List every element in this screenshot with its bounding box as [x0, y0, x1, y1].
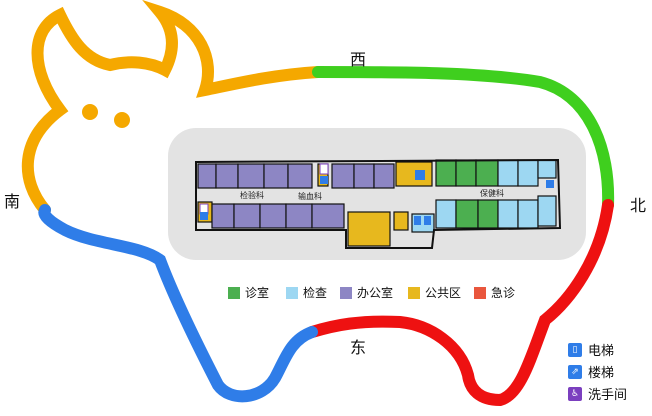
room-consult: [455, 199, 479, 229]
legend-label: 诊室: [245, 286, 270, 300]
compass-west: 西: [350, 50, 367, 69]
compass-east: 东: [350, 338, 367, 357]
legend-swatch: [474, 286, 486, 299]
restroom-icon: ♿: [568, 386, 582, 401]
legend-swatch: [228, 286, 240, 299]
elevator-icon: ▯: [568, 342, 582, 357]
legend-item-office: 办公室: [340, 284, 393, 301]
restroom-icon: [319, 163, 329, 175]
room-exam: [537, 159, 557, 179]
room-public: [395, 161, 433, 187]
legend-swatch: [286, 286, 298, 299]
compass-north: 北: [630, 196, 647, 215]
room-exam: [537, 195, 557, 227]
room-consult: [455, 159, 477, 187]
room-label-transfusion: 输血科: [298, 192, 322, 201]
legend-swatch: [340, 286, 352, 299]
left-eye: [82, 104, 98, 120]
legend-item-emergency: 急诊: [474, 284, 515, 301]
stairs-icon: ⇗: [568, 364, 582, 379]
room-public: [347, 211, 391, 247]
room-office: [197, 163, 217, 189]
plan-facility-marks: [199, 163, 554, 225]
legend-label: 急诊: [491, 286, 516, 300]
outline-orange-segment: [21, 0, 324, 216]
room-exam: [497, 159, 519, 187]
legend-label: 办公室: [357, 286, 394, 300]
room-exam: [517, 159, 539, 187]
room-label-lab: 检验科: [240, 191, 264, 200]
legend-label: 检查: [303, 286, 328, 300]
room-consult: [475, 159, 499, 187]
facility-label: 电梯: [588, 344, 615, 359]
room-office: [311, 203, 345, 229]
legend-item-exam: 检查: [286, 284, 327, 301]
legend-label: 公共区: [425, 286, 462, 300]
facility-stairs: ⇗ 楼梯: [568, 362, 614, 381]
room-office: [373, 163, 395, 189]
building-outline: [195, 158, 562, 249]
room-office: [237, 163, 265, 189]
room-office: [287, 163, 313, 189]
room-office: [259, 203, 287, 229]
room-office: [211, 203, 235, 229]
legend-item-public: 公共区: [408, 284, 461, 301]
room-office: [215, 163, 239, 189]
room-public: [393, 211, 409, 231]
room-consult: [477, 199, 499, 229]
facility-elevator: ▯ 电梯: [568, 340, 614, 359]
facility-restroom: ♿ 洗手间: [568, 384, 627, 403]
floor-plan: [195, 158, 562, 249]
stairs-icon: [320, 176, 328, 184]
elevator-icon: [414, 216, 421, 225]
outline-blue-segment: [38, 204, 318, 403]
outline-green-segment: [312, 66, 615, 211]
room-office: [263, 163, 289, 189]
facility-label: 洗手间: [588, 388, 628, 403]
stairs-icon: [415, 170, 425, 180]
room-exam: [497, 199, 519, 229]
room-exam: [435, 199, 457, 229]
legend-swatch: [408, 286, 420, 299]
room-office: [233, 203, 261, 229]
room-office: [331, 163, 355, 189]
stairs-icon: [546, 180, 554, 188]
elevator-icon: [424, 216, 431, 225]
legend-item-consult: 诊室: [228, 284, 269, 301]
room-office: [285, 203, 313, 229]
outline-red-segment: [306, 199, 614, 407]
room-exam: [517, 199, 539, 229]
stairs-icon: [200, 212, 208, 220]
right-eye: [114, 112, 130, 128]
room-consult: [435, 159, 457, 187]
facility-label: 楼梯: [588, 366, 615, 381]
compass-south: 南: [4, 192, 21, 211]
room-label-health-care: 保健科: [480, 189, 504, 198]
room-office: [353, 163, 375, 189]
